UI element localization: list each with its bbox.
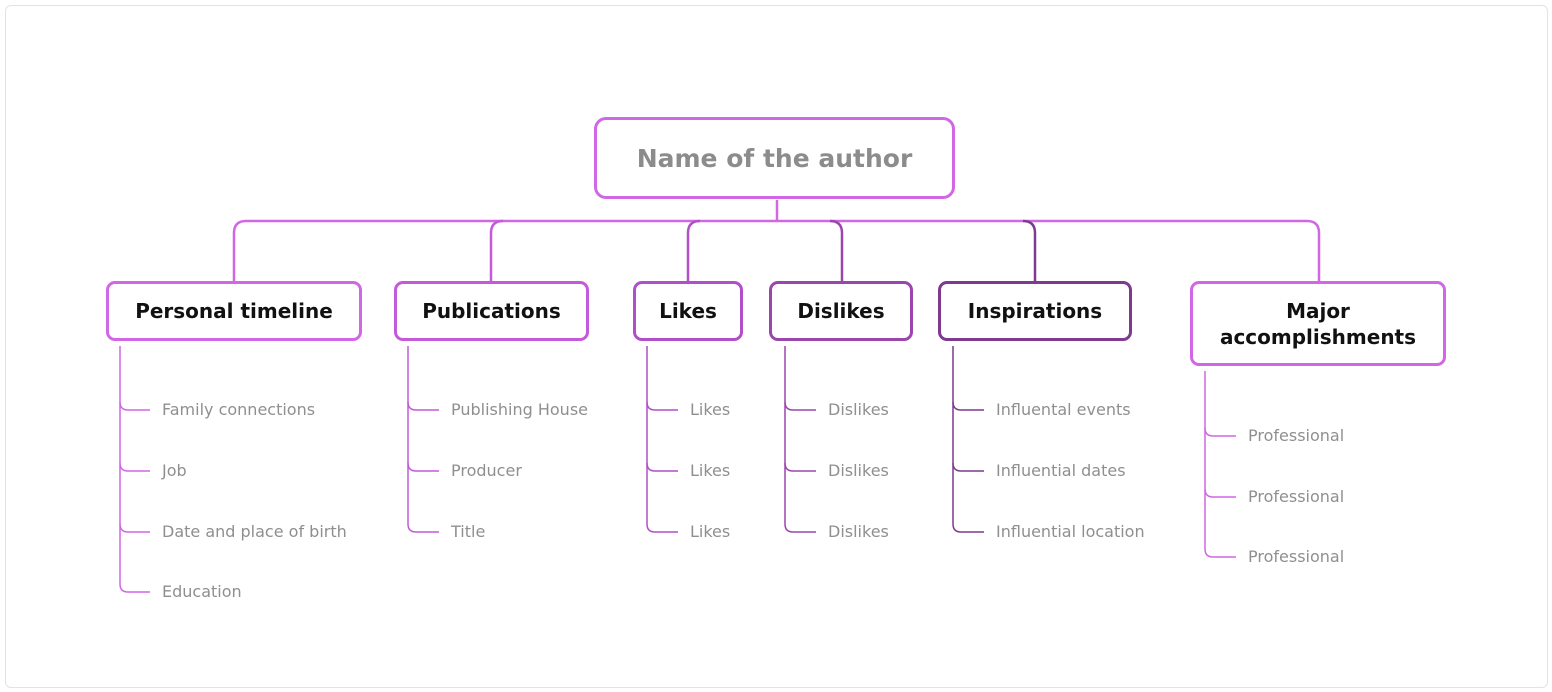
- leaf-branch-line: [646, 523, 678, 533]
- leaf-item[interactable]: Dislikes: [828, 400, 889, 419]
- leaf-item[interactable]: Likes: [690, 400, 731, 419]
- root-topic-label: Name of the author: [636, 143, 913, 173]
- bus-right: [777, 219, 1321, 281]
- leaf-item[interactable]: Dislikes: [828, 522, 889, 541]
- root-topic[interactable]: Name of the author: [594, 117, 955, 199]
- leaf-branch-line: [952, 462, 984, 472]
- branch-label: Likes: [659, 299, 717, 323]
- leaf-item[interactable]: Title: [451, 522, 486, 541]
- branch-label: Publications: [422, 299, 561, 323]
- link-dislikes: [829, 219, 844, 281]
- leaf-item[interactable]: Professional: [1248, 487, 1345, 506]
- leaf-item[interactable]: Job: [162, 461, 187, 480]
- leaf-item[interactable]: Likes: [690, 522, 731, 541]
- leaf-branch-line: [952, 401, 984, 411]
- leaf-branch-line: [119, 462, 150, 472]
- leaf-item[interactable]: Producer: [451, 461, 522, 480]
- leaf-branch-line: [119, 583, 150, 593]
- branch-inspirations[interactable]: Inspirations: [938, 281, 1132, 341]
- branch-label: Personal timeline: [135, 299, 333, 323]
- leaf-item[interactable]: Professional: [1248, 547, 1345, 566]
- leaf-branch-line: [407, 401, 439, 411]
- leaf-branch-line: [119, 401, 150, 411]
- branch-label: Dislikes: [797, 299, 885, 323]
- leaf-branch-line: [119, 523, 150, 533]
- leaf-item[interactable]: Professional: [1248, 426, 1345, 445]
- link-publications: [489, 219, 504, 281]
- bus-left: [232, 219, 777, 281]
- leaf-branch-line: [1204, 488, 1236, 498]
- leaf-branch-line: [407, 462, 439, 472]
- leaf-item[interactable]: Influential location: [996, 522, 1145, 541]
- leaf-item[interactable]: Likes: [690, 461, 731, 480]
- branch-label: Major accomplishments: [1219, 298, 1417, 349]
- leaf-branch-line: [407, 523, 439, 533]
- leaf-item[interactable]: Publishing House: [451, 400, 588, 419]
- leaf-branch-line: [646, 401, 678, 411]
- leaf-branch-line: [646, 462, 678, 472]
- leaf-branch-line: [784, 462, 816, 472]
- branch-major-accomplishments[interactable]: Major accomplishments: [1190, 281, 1446, 366]
- leaf-branch-line: [1204, 548, 1236, 558]
- branch-likes[interactable]: Likes: [633, 281, 743, 341]
- leaf-branch-line: [952, 523, 984, 533]
- leaf-branch-line: [784, 401, 816, 411]
- link-inspirations: [1022, 219, 1037, 281]
- leaf-item[interactable]: Date and place of birth: [162, 522, 347, 541]
- leaf-item[interactable]: Influental events: [996, 400, 1131, 419]
- leaf-branch-line: [1204, 427, 1236, 437]
- leaf-item[interactable]: Education: [162, 582, 242, 601]
- link-likes: [686, 219, 701, 281]
- branch-personal-timeline[interactable]: Personal timeline: [106, 281, 362, 341]
- branch-publications[interactable]: Publications: [394, 281, 589, 341]
- branch-dislikes[interactable]: Dislikes: [769, 281, 913, 341]
- branch-label: Inspirations: [967, 299, 1103, 323]
- leaf-branch-line: [784, 523, 816, 533]
- leaf-item[interactable]: Influential dates: [996, 461, 1126, 480]
- leaf-item[interactable]: Family connections: [162, 400, 316, 419]
- leaf-item[interactable]: Dislikes: [828, 461, 889, 480]
